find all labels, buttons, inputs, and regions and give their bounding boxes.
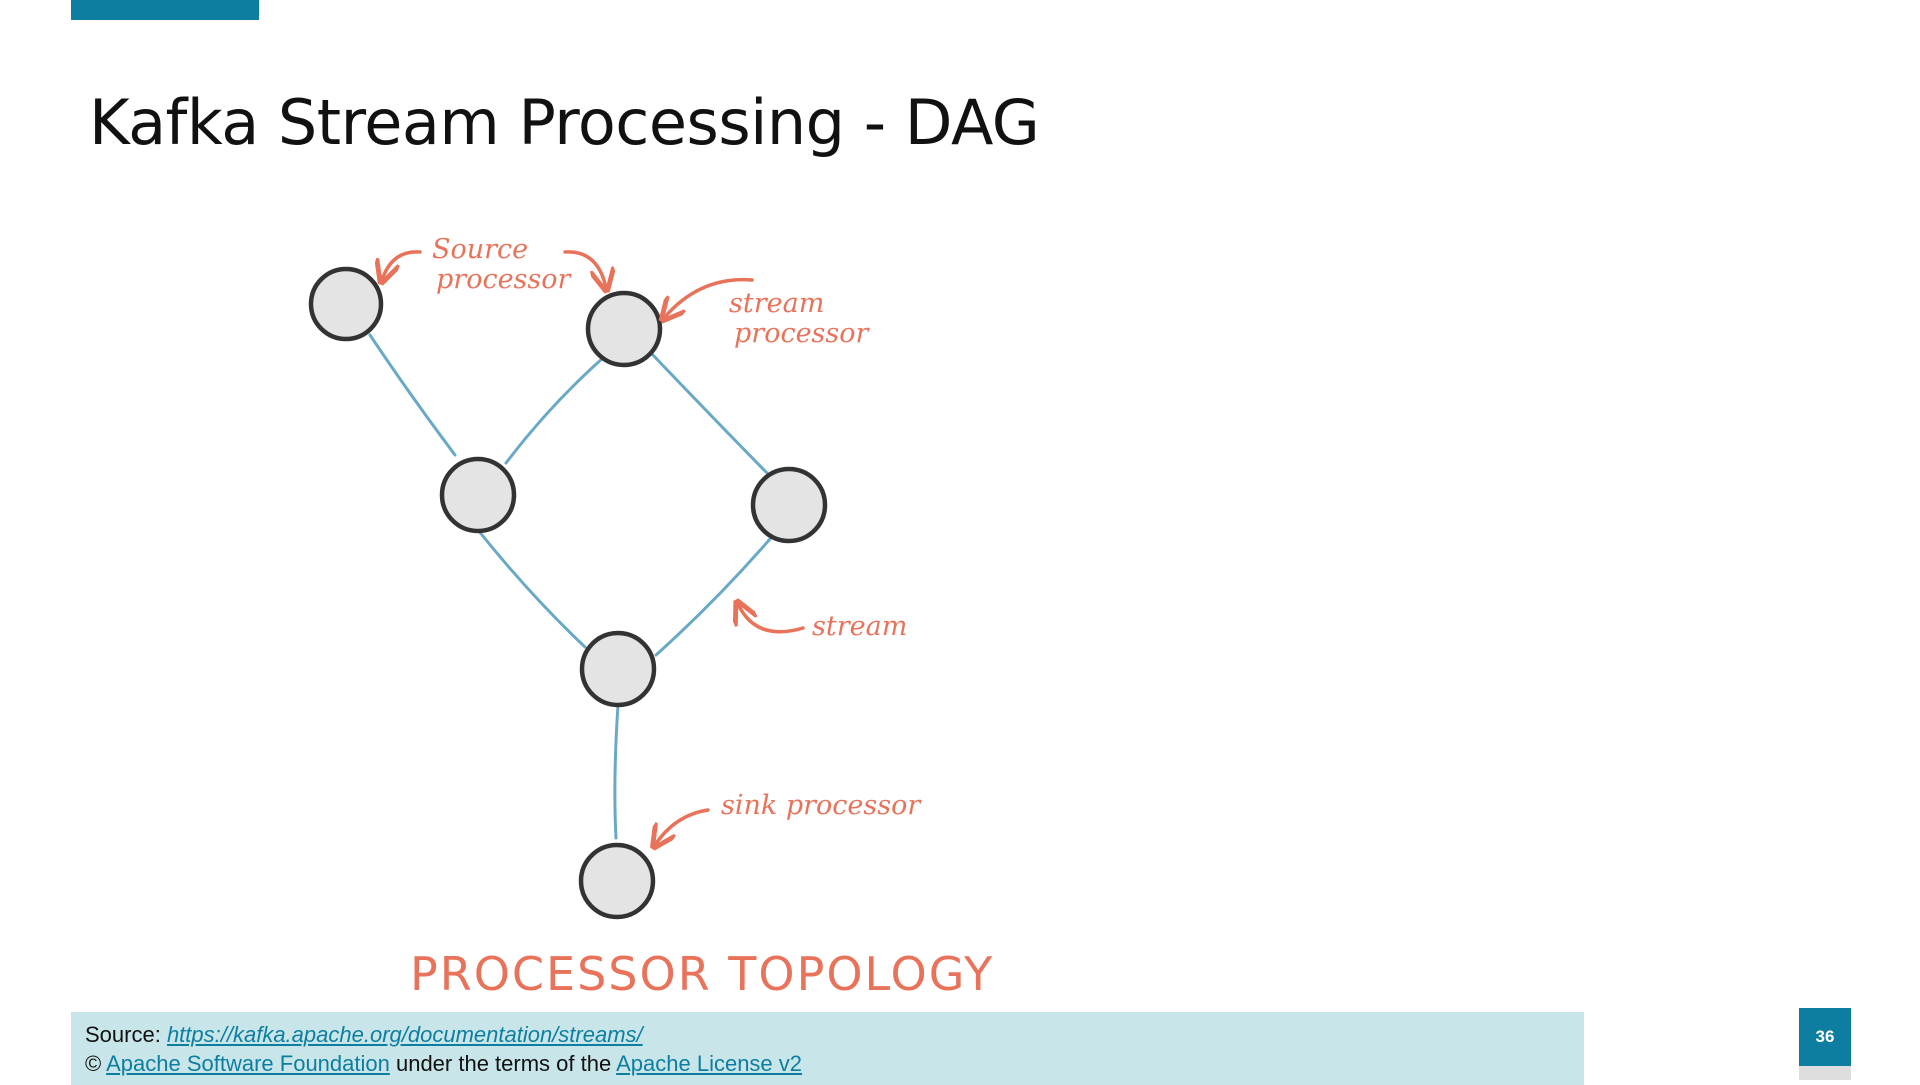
label-stream-processor-line1: stream (729, 288, 824, 319)
arrow-to-source (382, 250, 422, 280)
source-prefix: Source: (85, 1022, 167, 1047)
edge-source-to-left (368, 333, 457, 457)
edge-left-to-middle (476, 528, 587, 649)
page-badge-shadow (1799, 1066, 1851, 1080)
label-source-line1: Source (432, 234, 528, 265)
label-source-line2: processor (436, 264, 573, 295)
source-footer: Source: https://kafka.apache.org/documen… (71, 1012, 1584, 1085)
node-right (750, 466, 828, 544)
asf-link[interactable]: Apache Software Foundation (106, 1051, 390, 1076)
edge-stream-to-right (649, 351, 769, 475)
node-source-processor (308, 266, 384, 342)
page-number-badge: 36 (1799, 1008, 1851, 1066)
label-stream: stream (812, 611, 907, 642)
node-left (439, 456, 517, 534)
license-link[interactable]: Apache License v2 (616, 1051, 803, 1076)
copyright-line: © Apache Software Foundation under the t… (85, 1049, 1570, 1078)
node-stream-processor (585, 290, 663, 368)
edge-right-to-middle (654, 537, 772, 657)
source-line: Source: https://kafka.apache.org/documen… (85, 1020, 1570, 1049)
diagram-caption: PROCESSOR TOPOLOGY (410, 947, 994, 1001)
node-middle (579, 630, 657, 708)
arrow-to-sink (655, 808, 710, 845)
source-url-link[interactable]: https://kafka.apache.org/documentation/s… (166, 1022, 643, 1047)
terms-text: under the terms of the (389, 1051, 617, 1076)
edge-middle-to-sink (613, 703, 620, 840)
edge-stream-to-left (504, 355, 606, 465)
top-accent-bar (71, 0, 259, 20)
node-sink-processor (578, 842, 656, 920)
label-sink-processor: sink processor (721, 790, 922, 821)
arrow-to-stream (738, 604, 805, 634)
arrow-to-stream-processor (563, 250, 606, 288)
label-stream-processor-line2: processor (734, 318, 871, 349)
arrow-to-stream-processor-right (664, 277, 754, 318)
slide-title: Kafka Stream Processing - DAG (89, 86, 1040, 159)
copyright-symbol: © (85, 1051, 107, 1076)
